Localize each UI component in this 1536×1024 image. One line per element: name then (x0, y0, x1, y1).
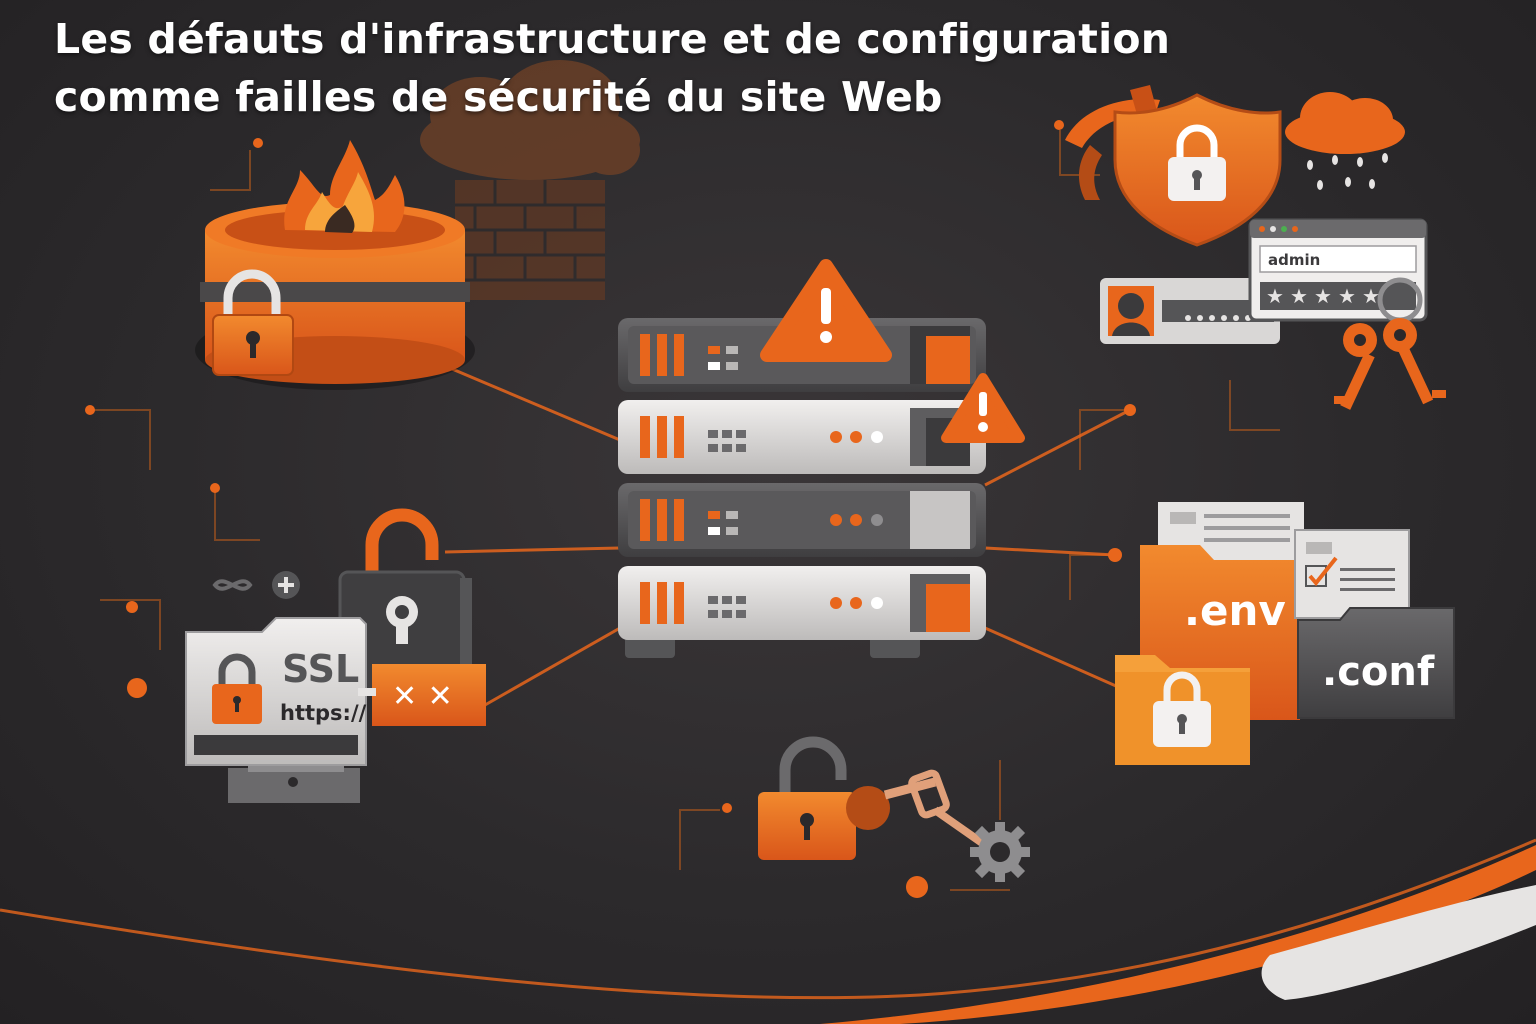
svg-text:★: ★ (1290, 284, 1308, 308)
svg-text:★: ★ (1362, 284, 1380, 308)
infinity-icon (212, 579, 253, 591)
title-line-2: comme failles de sécurité du site Web (54, 73, 943, 121)
server-unit-3 (618, 483, 986, 557)
server-rack-icon (618, 259, 1025, 658)
cloud-icon (420, 60, 640, 180)
swoosh-white (1261, 885, 1536, 1000)
key-icon (1334, 277, 1446, 410)
credential-bar (1100, 278, 1280, 344)
rain-cloud-icon (1285, 92, 1405, 190)
circuit-traces (90, 130, 1280, 891)
svg-text:★: ★ (1338, 284, 1356, 308)
password-stars: ★★★★★ (1266, 284, 1380, 308)
ssl-label: SSL (282, 647, 359, 691)
ssl-padlock-icon (212, 653, 262, 724)
https-label: https:// (280, 701, 367, 725)
padlock-open-icon (338, 508, 472, 692)
folder-icon-conf (1297, 607, 1455, 719)
credential-mask: ✕ ✕ (392, 679, 453, 714)
env-label: .env (1184, 586, 1286, 635)
connector-lines (359, 328, 1131, 707)
database-fire-group (195, 140, 475, 390)
brick-wall-icon (455, 180, 605, 300)
admin-label: admin (1268, 251, 1320, 269)
svg-text:★: ★ (1314, 284, 1332, 308)
server-unit-4 (618, 566, 986, 640)
checklist-icon (1294, 529, 1410, 619)
broken-arrows-icon (1065, 85, 1160, 200)
server-unit-2 (618, 400, 986, 474)
folder-icon-locked (1115, 655, 1250, 765)
conf-label: .conf (1322, 649, 1435, 695)
padlock-icon (212, 269, 294, 376)
svg-text:★: ★ (1266, 284, 1284, 308)
warning-icon-small (941, 373, 1025, 443)
plus-icon (272, 571, 300, 599)
page-title: Les défauts d'infrastructure et de confi… (54, 10, 1170, 126)
credential-chip (358, 664, 486, 726)
fire-icon (284, 140, 405, 233)
gear-icon (970, 822, 1030, 882)
broken-padlock-icon (758, 736, 988, 860)
warning-icon-large (760, 259, 892, 362)
swoosh-line (0, 838, 1536, 1000)
shield-icon (1113, 93, 1282, 247)
title-line-1: Les défauts d'infrastructure et de confi… (54, 15, 1171, 63)
